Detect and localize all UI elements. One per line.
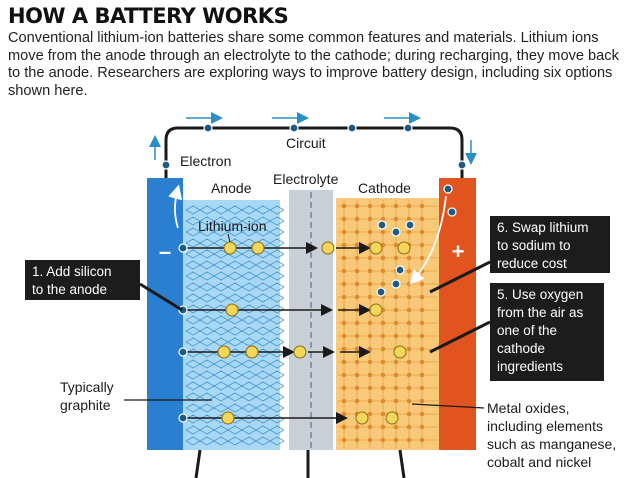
lithium-ions [217,241,411,425]
callout-add-silicon: 1. Add silicon to the anode [25,260,183,312]
electron [391,279,401,289]
page-title: HOW A BATTERY WORKS [8,4,289,28]
electron [391,227,401,237]
electron [161,160,171,170]
callout-5-line4: cathode [497,341,545,356]
row-electrons [178,243,188,423]
callout-5-line3: one of the [497,323,557,338]
metal-oxides-line3: such as manganese, [487,436,616,452]
electrolyte-label: Electrolyte [273,171,339,187]
lithium-ion-label: Lithium-ion [198,218,266,234]
electron [289,123,299,133]
electron [403,123,413,133]
electrolyte-layer [289,190,333,450]
electron [376,287,386,297]
metal-oxides-line1: Metal oxides, [487,400,569,416]
anode-graphite-layers [185,205,285,446]
circuit-wire [164,126,464,178]
electron-path-arrow [168,184,183,229]
lithium-ion-pointer [227,233,231,243]
intro-text: Conventional lithium-ion batteries share… [8,30,619,99]
callout-6-line3: reduce cost [497,256,567,271]
electron [447,207,457,217]
graphite-label-line2: graphite [60,397,111,413]
plus-sign: + [452,239,465,264]
callout-use-oxygen: 5. Use oxygen from the air as one of the… [429,283,604,381]
callout-5-line1: 5. Use oxygen [497,287,583,302]
metal-oxides-line2: including elements [487,418,603,434]
cathode-terminal [439,178,476,450]
callout-6-line1: 6. Swap lithium [497,220,589,235]
graphite-label-line1: Typically [60,379,114,395]
callout-5-line2: from the air as [497,305,584,320]
metal-oxides-pointer [411,403,485,409]
minus-sign: – [159,239,171,264]
electron [377,220,387,230]
callout-swap-sodium: 6. Swap lithium to sodium to reduce cost [429,216,610,294]
electron-label: Electron [180,153,231,169]
anode-layer [183,200,280,450]
circuit-label: Circuit [286,135,326,151]
bottom-pointer [398,449,406,478]
electron [203,123,213,133]
anode-label: Anode [211,180,252,196]
metal-oxides-line4: cobalt and nickel [487,454,591,470]
callout-1-line1: 1. Add silicon [32,264,112,279]
cathode-label: Cathode [358,180,411,196]
electron-path-arrow [409,195,447,285]
electron [395,265,405,275]
electron [405,220,415,230]
electron [457,160,467,170]
callout-5-line5: ingredients [497,359,563,374]
anode-terminal [147,178,183,450]
callout-6-line2: to sodium to [497,238,571,253]
callout-1-line2: to the anode [32,282,107,297]
electron [347,123,357,133]
electron [443,184,453,194]
bottom-pointer [194,449,202,478]
